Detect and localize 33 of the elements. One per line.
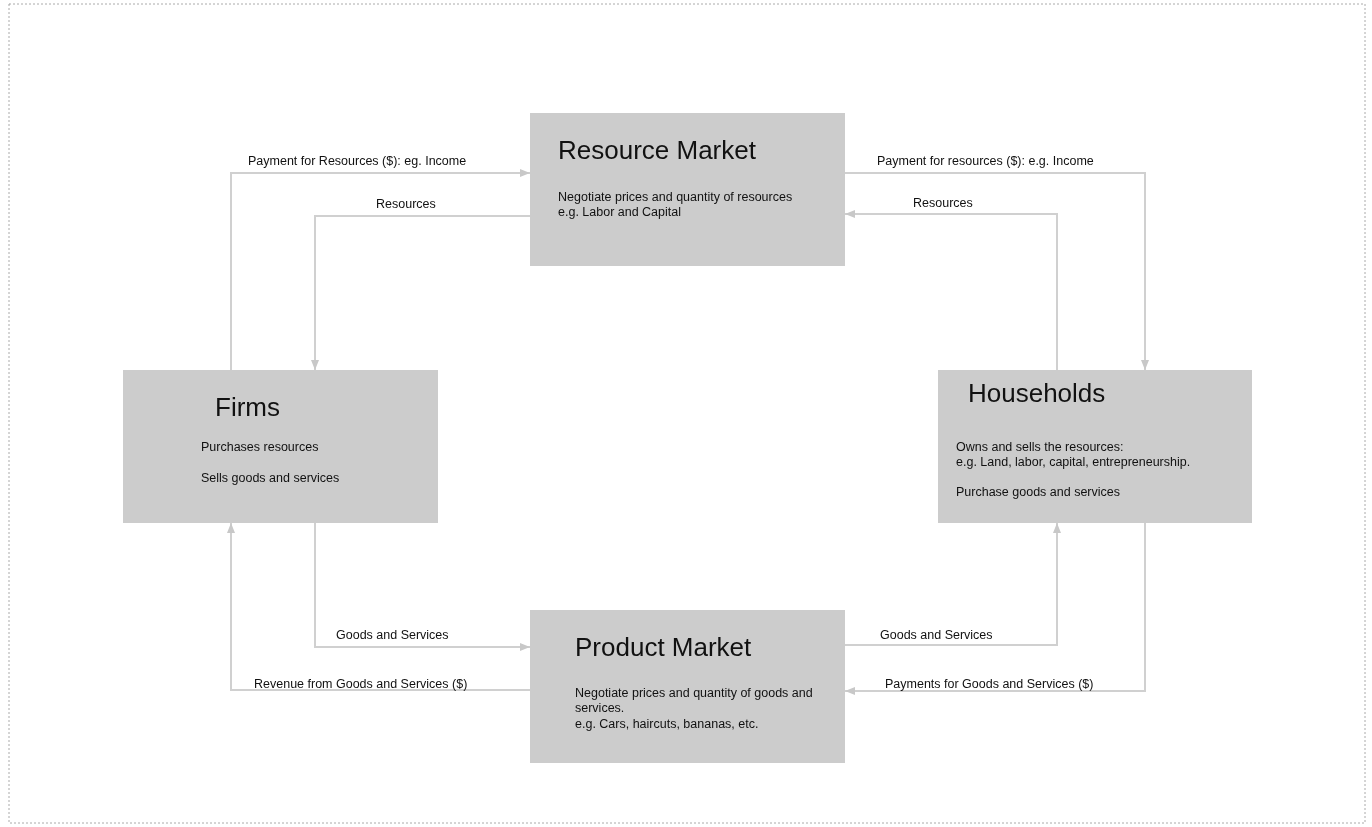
flow-arrow [844,522,1146,695]
box-description: Negotiate prices and quantity of goods and services. [575,686,814,716]
box-title: Firms [215,392,280,423]
box-title: Households [968,378,1106,409]
edge-label: Payment for resources ($): e.g. Income [877,154,1094,168]
flow-arrow [314,522,531,651]
box-description: Purchases resources [201,440,319,455]
box-description: e.g. Cars, haircuts, bananas, etc. [575,717,759,732]
box-title: Resource Market [558,135,756,166]
edge-label: Goods and Services [880,628,993,642]
box-description: Purchase goods and services [956,485,1120,500]
flow-arrow [844,172,1149,371]
market-box [530,113,845,266]
edge-label: Payment for Resources ($): eg. Income [248,154,467,168]
flow-arrow [311,215,531,371]
market-box [938,370,1252,523]
box-title: Product Market [575,632,752,663]
flow-arrow [230,169,531,371]
market-box [530,610,845,763]
edge-label: Revenue from Goods and Services ($) [254,677,468,691]
flow-arrow [844,210,1058,371]
box-description: e.g. Labor and Capital [558,205,681,220]
market-box [123,370,438,523]
box-description: Sells goods and services [201,471,340,486]
edge-label: Resources [913,196,973,210]
box-description: Owns and sells the resources: [956,440,1124,455]
flow-arrow [227,522,531,691]
edge-label: Payments for Goods and Services ($) [885,677,1094,691]
flow-arrow [844,522,1061,646]
box-description: Negotiate prices and quantity of resources [558,190,793,205]
edge-label: Resources [376,197,436,211]
edge-label: Goods and Services [336,628,449,642]
box-description: e.g. Land, labor, capital, entrepreneurship. [956,455,1191,470]
